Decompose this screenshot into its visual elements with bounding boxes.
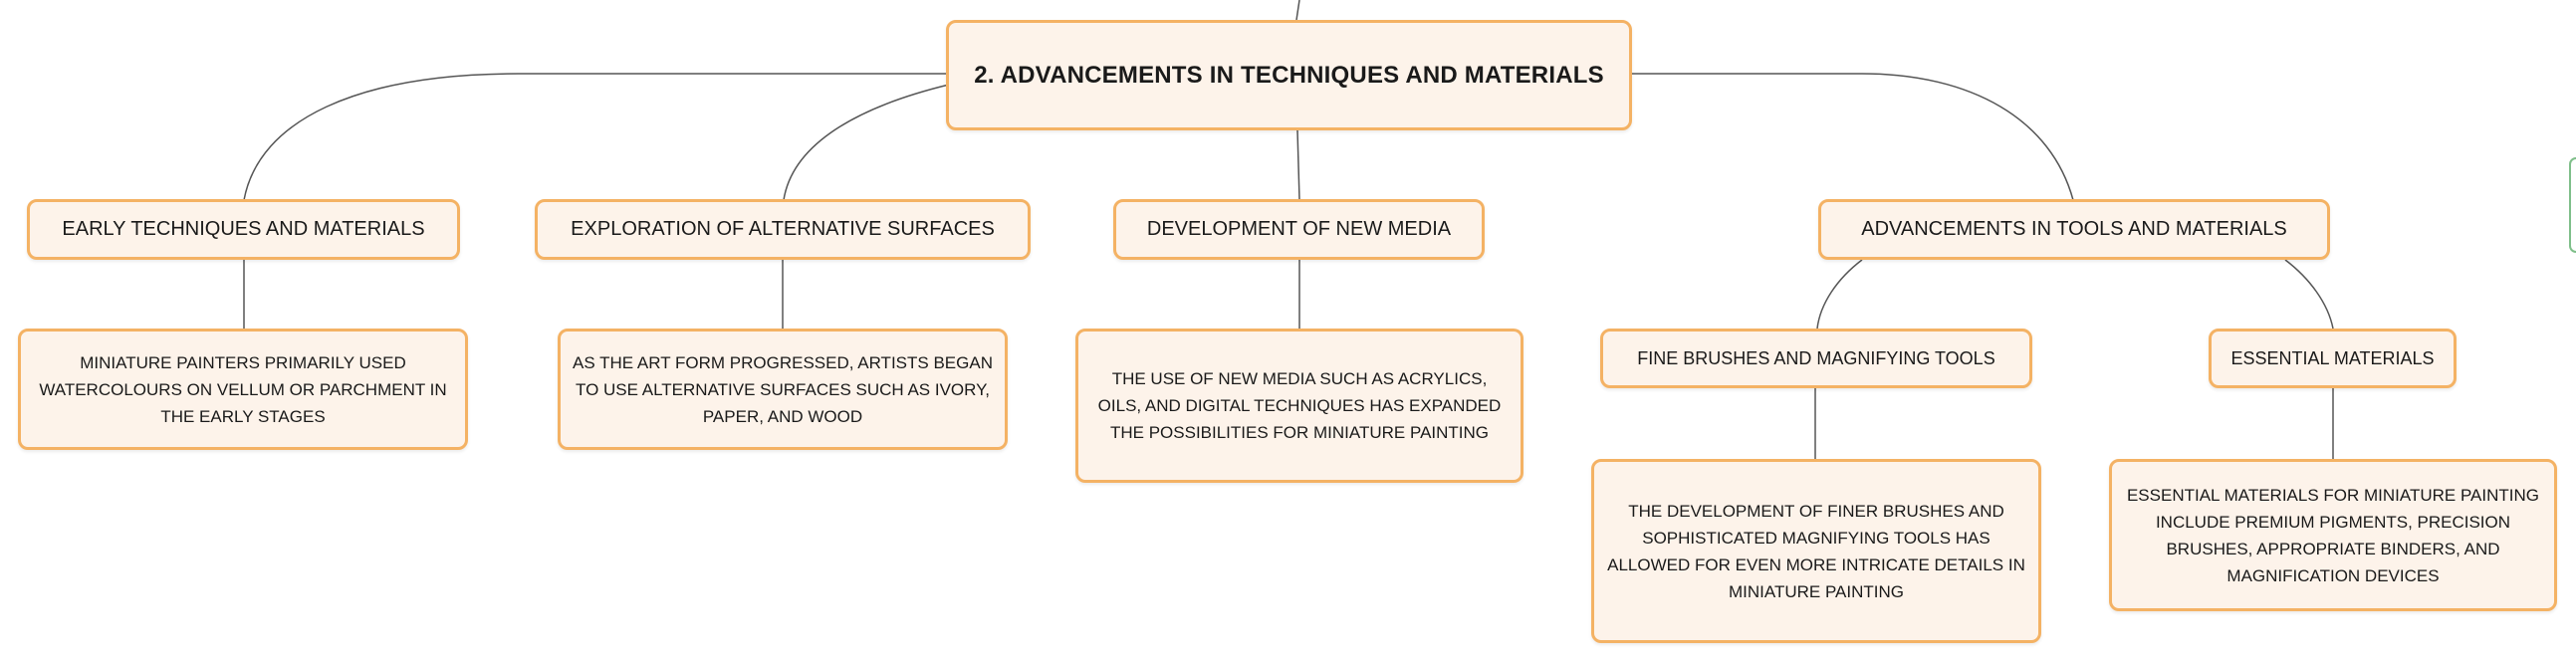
connector-root-media — [1296, 129, 1300, 201]
connector-root-tools — [1629, 73, 2074, 201]
node-early-techniques[interactable]: EARLY TECHNIQUES AND MATERIALS — [27, 199, 460, 260]
connector-root-early — [243, 73, 949, 201]
connector-root-up — [1295, 0, 1300, 21]
node-alternative-surfaces[interactable]: EXPLORATION OF ALTERNATIVE SURFACES — [535, 199, 1031, 260]
detail-new-media[interactable]: THE USE OF NEW MEDIA SUCH AS ACRYLICS, O… — [1075, 329, 1523, 483]
node-tools-and-materials[interactable]: ADVANCEMENTS IN TOOLS AND MATERIALS — [1818, 199, 2330, 260]
root-node[interactable]: 2. ADVANCEMENTS IN TECHNIQUES AND MATERI… — [946, 20, 1632, 130]
detail-essential-materials[interactable]: ESSENTIAL MATERIALS FOR MINIATURE PAINTI… — [2109, 459, 2557, 611]
node-new-media[interactable]: DEVELOPMENT OF NEW MEDIA — [1113, 199, 1485, 260]
node-fine-brushes[interactable]: FINE BRUSHES AND MAGNIFYING TOOLS — [1600, 329, 2032, 388]
detail-alternative-surfaces[interactable]: AS THE ART FORM PROGRESSED, ARTISTS BEGA… — [558, 329, 1008, 450]
node-essential-materials[interactable]: ESSENTIAL MATERIALS — [2209, 329, 2457, 388]
detail-fine-brushes[interactable]: THE DEVELOPMENT OF FINER BRUSHES AND SOP… — [1591, 459, 2041, 643]
connector-tools-brushes — [1816, 259, 1863, 330]
connector-tools-essential — [2284, 259, 2334, 330]
connector-root-surfaces — [783, 84, 950, 201]
offscreen-node-edge — [2569, 157, 2576, 253]
detail-early-techniques[interactable]: MINIATURE PAINTERS PRIMARILY USED WATERC… — [18, 329, 468, 450]
